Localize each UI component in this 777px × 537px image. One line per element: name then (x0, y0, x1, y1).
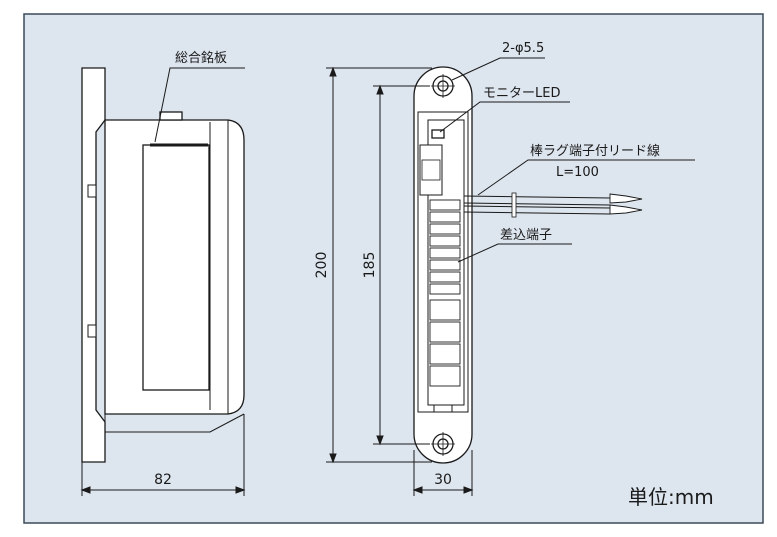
lead-wires (463, 192, 643, 218)
height-185-dimension (373, 84, 430, 446)
monitor-led (431, 129, 445, 139)
side-view (81, 67, 245, 463)
plug-terminals (429, 199, 461, 387)
lead-wire-label: 棒ラグ端子付リード線 (530, 143, 660, 159)
monitor-led-label: モニターLED (483, 86, 560, 101)
nameplate-panel (142, 144, 210, 391)
front-leaders (439, 57, 695, 263)
plug-terminal-label: 差込端子 (500, 228, 552, 243)
mounting-flange (81, 67, 106, 463)
mounting-holes-label: 2-φ5.5 (502, 41, 544, 56)
width-30-dimension (412, 450, 474, 496)
lead-length-label: L=100 (556, 165, 599, 180)
nameplate-leader (154, 67, 245, 143)
dim-82-label: 82 (154, 472, 172, 488)
front-view (413, 66, 473, 464)
dim-30-label: 30 (434, 472, 452, 488)
width-82-dimension (80, 414, 246, 496)
nameplate-label: 総合銘板 (175, 51, 227, 66)
unit-label: 単位:mm (628, 485, 714, 509)
top-tab (159, 111, 183, 121)
dim-185-label: 185 (362, 252, 378, 279)
dim-200-label: 200 (314, 252, 330, 279)
